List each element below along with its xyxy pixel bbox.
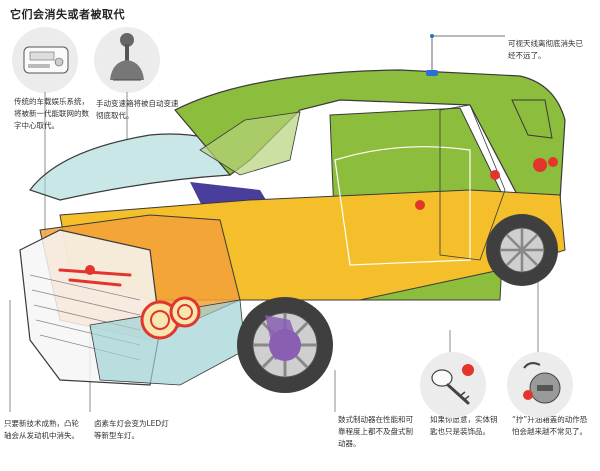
front-wheel bbox=[237, 297, 333, 393]
fuel-cap-part bbox=[533, 158, 547, 172]
note-shifter: 手动变速箱将被自动变速彻底取代。 bbox=[96, 99, 179, 120]
fuel-cap-icon bbox=[507, 352, 573, 418]
rear-wheel bbox=[486, 214, 558, 286]
note-antenna: 可视天线离彻底消失已经不远了。 bbox=[508, 39, 583, 60]
gear-shifter-icon bbox=[94, 27, 160, 93]
note-radio: 传统的车载娱乐系统，将被新一代能联网的数字中心取代。 bbox=[14, 97, 89, 130]
note-fuelcap: “拧”开油箱盖的动作恐怕会越来越不常见了。 bbox=[512, 415, 588, 436]
note-axle: 只要新技术成熟，凸轮轴会从发动机中消失。 bbox=[4, 419, 79, 440]
antenna-part bbox=[426, 70, 438, 76]
key-icon bbox=[420, 352, 486, 418]
note-key: 如果你愿意，实体钥匙也只是装饰品。 bbox=[430, 415, 498, 436]
headlight-bulbs bbox=[140, 296, 201, 340]
note-drum: 鼓式制动器在性能和可靠程度上都不及盘式制动器。 bbox=[338, 415, 413, 448]
note-bulb: 卤素车灯会变为LED灯等新型车灯。 bbox=[94, 419, 169, 440]
page-title: 它们会消失或者被取代 bbox=[10, 8, 125, 21]
radio-icon bbox=[12, 27, 78, 93]
car-body bbox=[19, 69, 566, 386]
